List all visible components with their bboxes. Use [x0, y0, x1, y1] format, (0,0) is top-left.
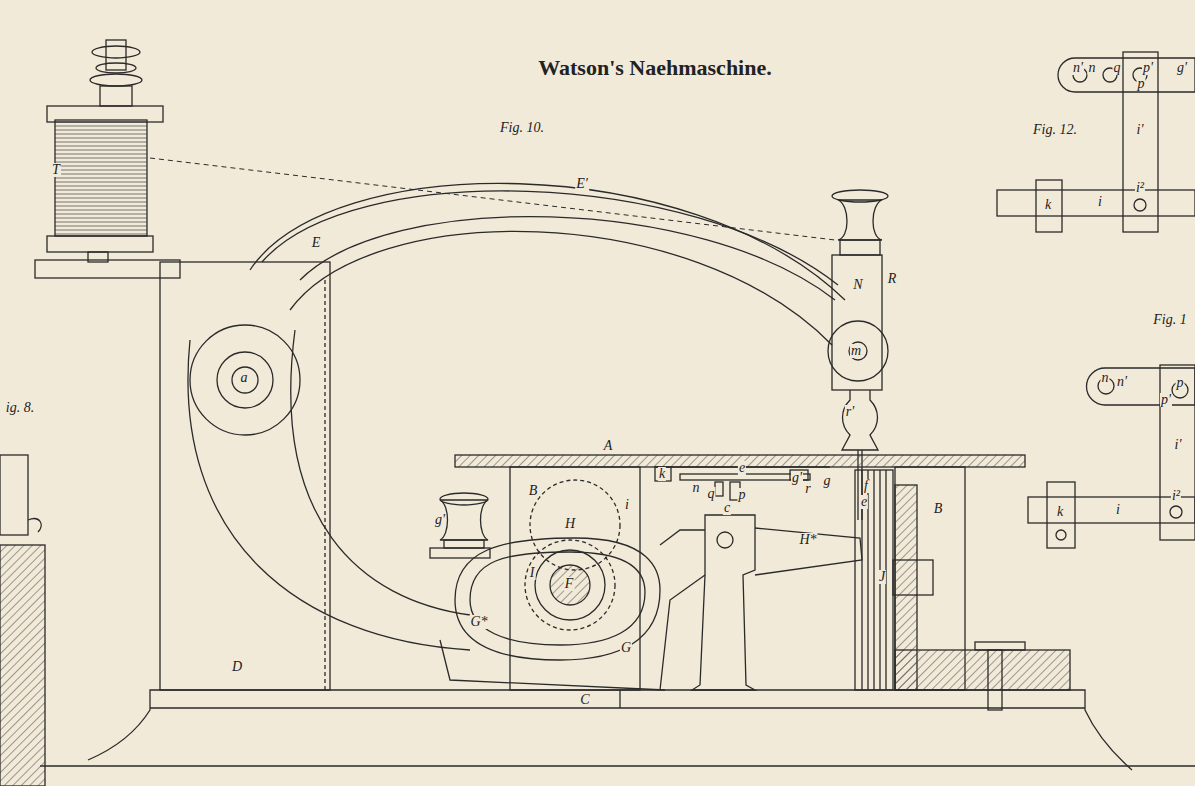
part-letter: k: [1044, 198, 1052, 212]
part-letter: n: [1101, 371, 1110, 385]
figure-label: Fig. 12.: [1032, 123, 1078, 137]
part-letter: n': [1072, 61, 1084, 75]
part-letter: i': [1174, 438, 1183, 452]
part-letter: i: [1097, 195, 1103, 209]
part-letter: f: [863, 479, 869, 493]
part-letter: k: [1056, 505, 1064, 519]
part-letter: g': [1176, 61, 1188, 75]
part-letter: e: [738, 461, 746, 475]
part-letter: A: [603, 439, 614, 453]
part-letter: n': [1116, 375, 1128, 389]
part-letter: i²: [1171, 489, 1181, 503]
part-letter: i: [624, 498, 630, 512]
part-letter: p: [738, 488, 747, 502]
part-letter: k: [658, 467, 666, 481]
part-letter: E: [311, 236, 322, 250]
part-letter: q: [1113, 61, 1122, 75]
part-letter: D: [231, 660, 243, 674]
part-letter: a: [240, 371, 249, 385]
figure-label: ig. 8.: [5, 401, 35, 415]
part-letter: p': [1160, 393, 1172, 407]
part-letter: N: [852, 278, 863, 292]
part-letter: p: [1176, 376, 1185, 390]
part-letter: T: [51, 163, 61, 177]
figure-label: Fig. 1: [1152, 313, 1187, 327]
part-letter: i²: [1135, 181, 1145, 195]
part-letter: n: [1088, 61, 1097, 75]
part-letter: R: [887, 272, 898, 286]
part-letter: i': [1136, 123, 1145, 137]
figure-label: Fig. 10.: [499, 121, 545, 135]
part-letter: G*: [469, 615, 488, 629]
part-letter: g': [434, 513, 446, 527]
part-letter: g': [791, 471, 803, 485]
part-letter: r': [845, 405, 855, 419]
part-letter: g: [823, 474, 832, 488]
part-letter: p: [1137, 77, 1146, 91]
part-letter: r: [804, 482, 811, 496]
part-letter: n: [692, 481, 701, 495]
part-letter: H: [564, 517, 576, 531]
part-letter: G: [620, 641, 632, 655]
part-letter: H*: [798, 533, 817, 547]
part-letter: F: [564, 577, 575, 591]
part-letter: E': [575, 177, 589, 191]
part-letter: C: [579, 693, 590, 707]
title: Watson's Naehmaschine.: [536, 55, 773, 81]
part-letter: B: [933, 502, 944, 516]
part-letter: q: [707, 487, 716, 501]
part-letter: e: [860, 495, 868, 509]
part-letter: J: [878, 570, 886, 584]
part-letter: I: [529, 566, 536, 580]
part-letter: B: [528, 484, 539, 498]
part-letter: i: [1115, 503, 1121, 517]
part-letter: c: [723, 501, 731, 515]
part-letter: p': [1142, 61, 1154, 75]
part-letter: m: [850, 344, 862, 358]
